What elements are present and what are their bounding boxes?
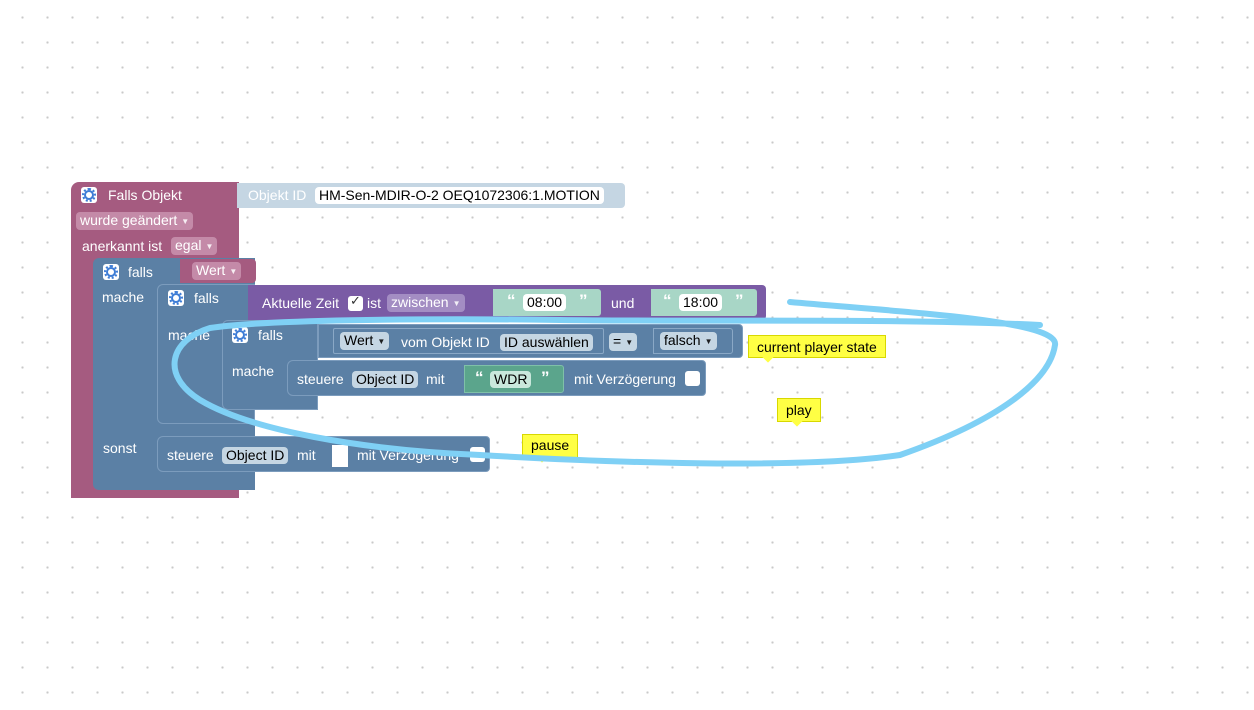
dropdown-arrow-icon: ▼ (229, 267, 238, 276)
time-ist: ist (367, 295, 381, 311)
control2-empty-input[interactable] (332, 445, 348, 467)
compare-value-dropdown[interactable]: falsch▼ (660, 332, 717, 350)
value-mode-dropdown[interactable]: Wert▼ (340, 332, 390, 350)
gear-icon[interactable] (103, 264, 119, 280)
of-object-label: vom Objekt ID (401, 334, 490, 350)
if3-do-label: mache (232, 363, 275, 379)
time-mode-dropdown[interactable]: zwischen▼ (387, 294, 465, 312)
value-mode-value: Wert (344, 332, 374, 348)
object-select-field[interactable]: ID auswählen (500, 334, 593, 351)
dropdown-arrow-icon: ▼ (181, 217, 190, 226)
operator-value: = (613, 333, 622, 349)
ack-value: egal (175, 237, 202, 253)
control1-block[interactable]: steuere Object ID mit “ WDR ” mit Verzög… (287, 360, 706, 396)
object-id-label: Objekt ID (248, 187, 307, 203)
gear-icon[interactable] (232, 327, 248, 343)
if1-condition-value: Wert (196, 262, 226, 278)
ack-dropdown[interactable]: egal▼ (171, 237, 218, 255)
time-to-field[interactable]: 18:00 (679, 294, 723, 311)
compare-block[interactable]: Wert▼ vom Objekt ID ID auswählen =▼ fals… (318, 324, 743, 358)
quote-open-icon: “ (663, 291, 672, 310)
control1-value-field[interactable]: WDR (490, 371, 532, 388)
gear-icon[interactable] (81, 187, 97, 203)
gear-icon[interactable] (168, 290, 184, 306)
if3-label: falls (258, 327, 283, 343)
dropdown-arrow-icon: ▼ (452, 299, 461, 308)
control1-value-block[interactable]: “ WDR ” (464, 365, 564, 393)
checkmark-icon: ✓ (350, 293, 361, 308)
time-to-block[interactable]: “ 18:00 ” (651, 289, 757, 316)
change-mode-dropdown[interactable]: wurde geändert▼ (76, 212, 194, 230)
time-condition-block[interactable]: Aktuelle Zeit ✓ ist zwischen▼ “ 08:00 ” … (248, 285, 766, 320)
compare-value: falsch (664, 332, 701, 348)
if1-condition-block[interactable]: Wert▼ (180, 259, 256, 283)
dropdown-arrow-icon: ▼ (625, 338, 634, 347)
time-label: Aktuelle Zeit (262, 295, 340, 311)
if1-label: falls (128, 264, 153, 280)
trigger-title: Falls Objekt (108, 187, 182, 203)
comment-pause-text: pause (531, 437, 570, 453)
change-mode-value: wurde geändert (80, 212, 178, 228)
time-and: und (611, 295, 635, 311)
time-checkbox[interactable]: ✓ (348, 293, 363, 311)
time-from-block[interactable]: “ 08:00 ” (493, 289, 601, 316)
control1-mit: mit (426, 371, 445, 387)
trigger-block-bottom (71, 488, 239, 498)
dropdown-arrow-icon: ▼ (377, 337, 386, 346)
control2-delay-label: mit Verzögerung (357, 447, 459, 463)
quote-open-icon: “ (475, 368, 484, 387)
get-value-block[interactable]: Wert▼ vom Objekt ID ID auswählen (333, 328, 604, 354)
time-from-field[interactable]: 08:00 (523, 294, 567, 311)
object-id-field[interactable]: HM-Sen-MDIR-O-2 OEQ1072306:1.MOTION (315, 187, 604, 204)
compare-value-block[interactable]: falsch▼ (653, 328, 733, 354)
quote-close-icon: ” (541, 368, 550, 387)
control2-delay-checkbox[interactable] (470, 447, 485, 462)
control2-object-field[interactable]: Object ID (222, 447, 289, 464)
if1-condition-dropdown[interactable]: Wert▼ (192, 262, 242, 280)
object-id-block[interactable]: Objekt ID HM-Sen-MDIR-O-2 OEQ1072306:1.M… (237, 183, 625, 208)
comment-pause[interactable]: pause (522, 434, 579, 458)
dropdown-arrow-icon: ▼ (704, 337, 713, 346)
control1-delay-checkbox[interactable] (685, 371, 700, 386)
if2-label: falls (194, 290, 219, 306)
control2-block[interactable]: steuere Object ID mit mit Verzögerung (157, 436, 490, 472)
time-mode-value: zwischen (391, 294, 449, 310)
comment-player-state-text: current player state (757, 339, 877, 355)
dropdown-arrow-icon: ▼ (205, 242, 214, 251)
quote-open-icon: “ (507, 291, 516, 310)
if1-do-label: mache (102, 289, 145, 305)
control1-delay-label: mit Verzögerung (574, 371, 676, 387)
quote-close-icon: ” (735, 291, 744, 310)
ack-label: anerkannt ist (82, 238, 163, 254)
control1-steuere: steuere (297, 371, 344, 387)
control2-mit: mit (297, 447, 316, 463)
if2-do-label: mache (168, 327, 211, 343)
comment-play-text: play (786, 402, 812, 418)
if1-else-label: sonst (103, 440, 137, 456)
quote-close-icon: ” (579, 291, 588, 310)
control1-object-field[interactable]: Object ID (352, 371, 419, 388)
control2-steuere: steuere (167, 447, 214, 463)
operator-dropdown[interactable]: =▼ (609, 333, 638, 351)
